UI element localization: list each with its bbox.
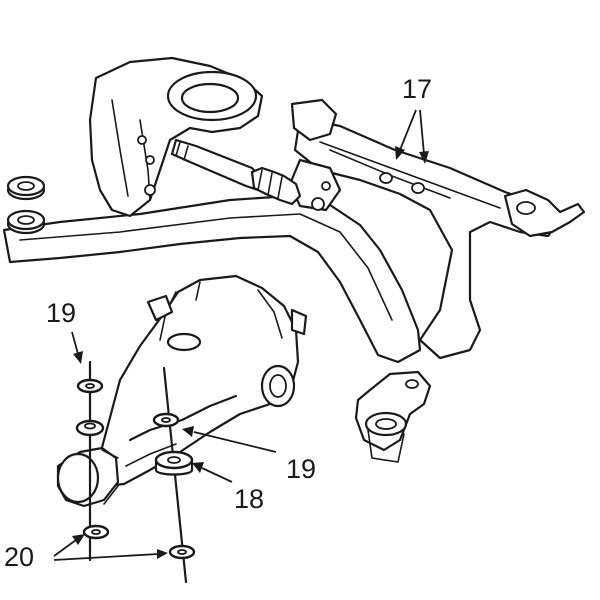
callout-20: 20 xyxy=(4,542,34,572)
callout-19-upper: 19 xyxy=(46,298,76,328)
callout-18: 18 xyxy=(234,484,264,514)
leader-lines xyxy=(53,109,429,561)
callout-17: 17 xyxy=(402,74,432,104)
mount-bolts xyxy=(75,360,196,584)
rear-subframe xyxy=(2,56,586,463)
differential-housing xyxy=(56,274,308,508)
callout-labels: 17 19 19 18 20 xyxy=(4,74,432,572)
callout-19-lower: 19 xyxy=(286,454,316,484)
